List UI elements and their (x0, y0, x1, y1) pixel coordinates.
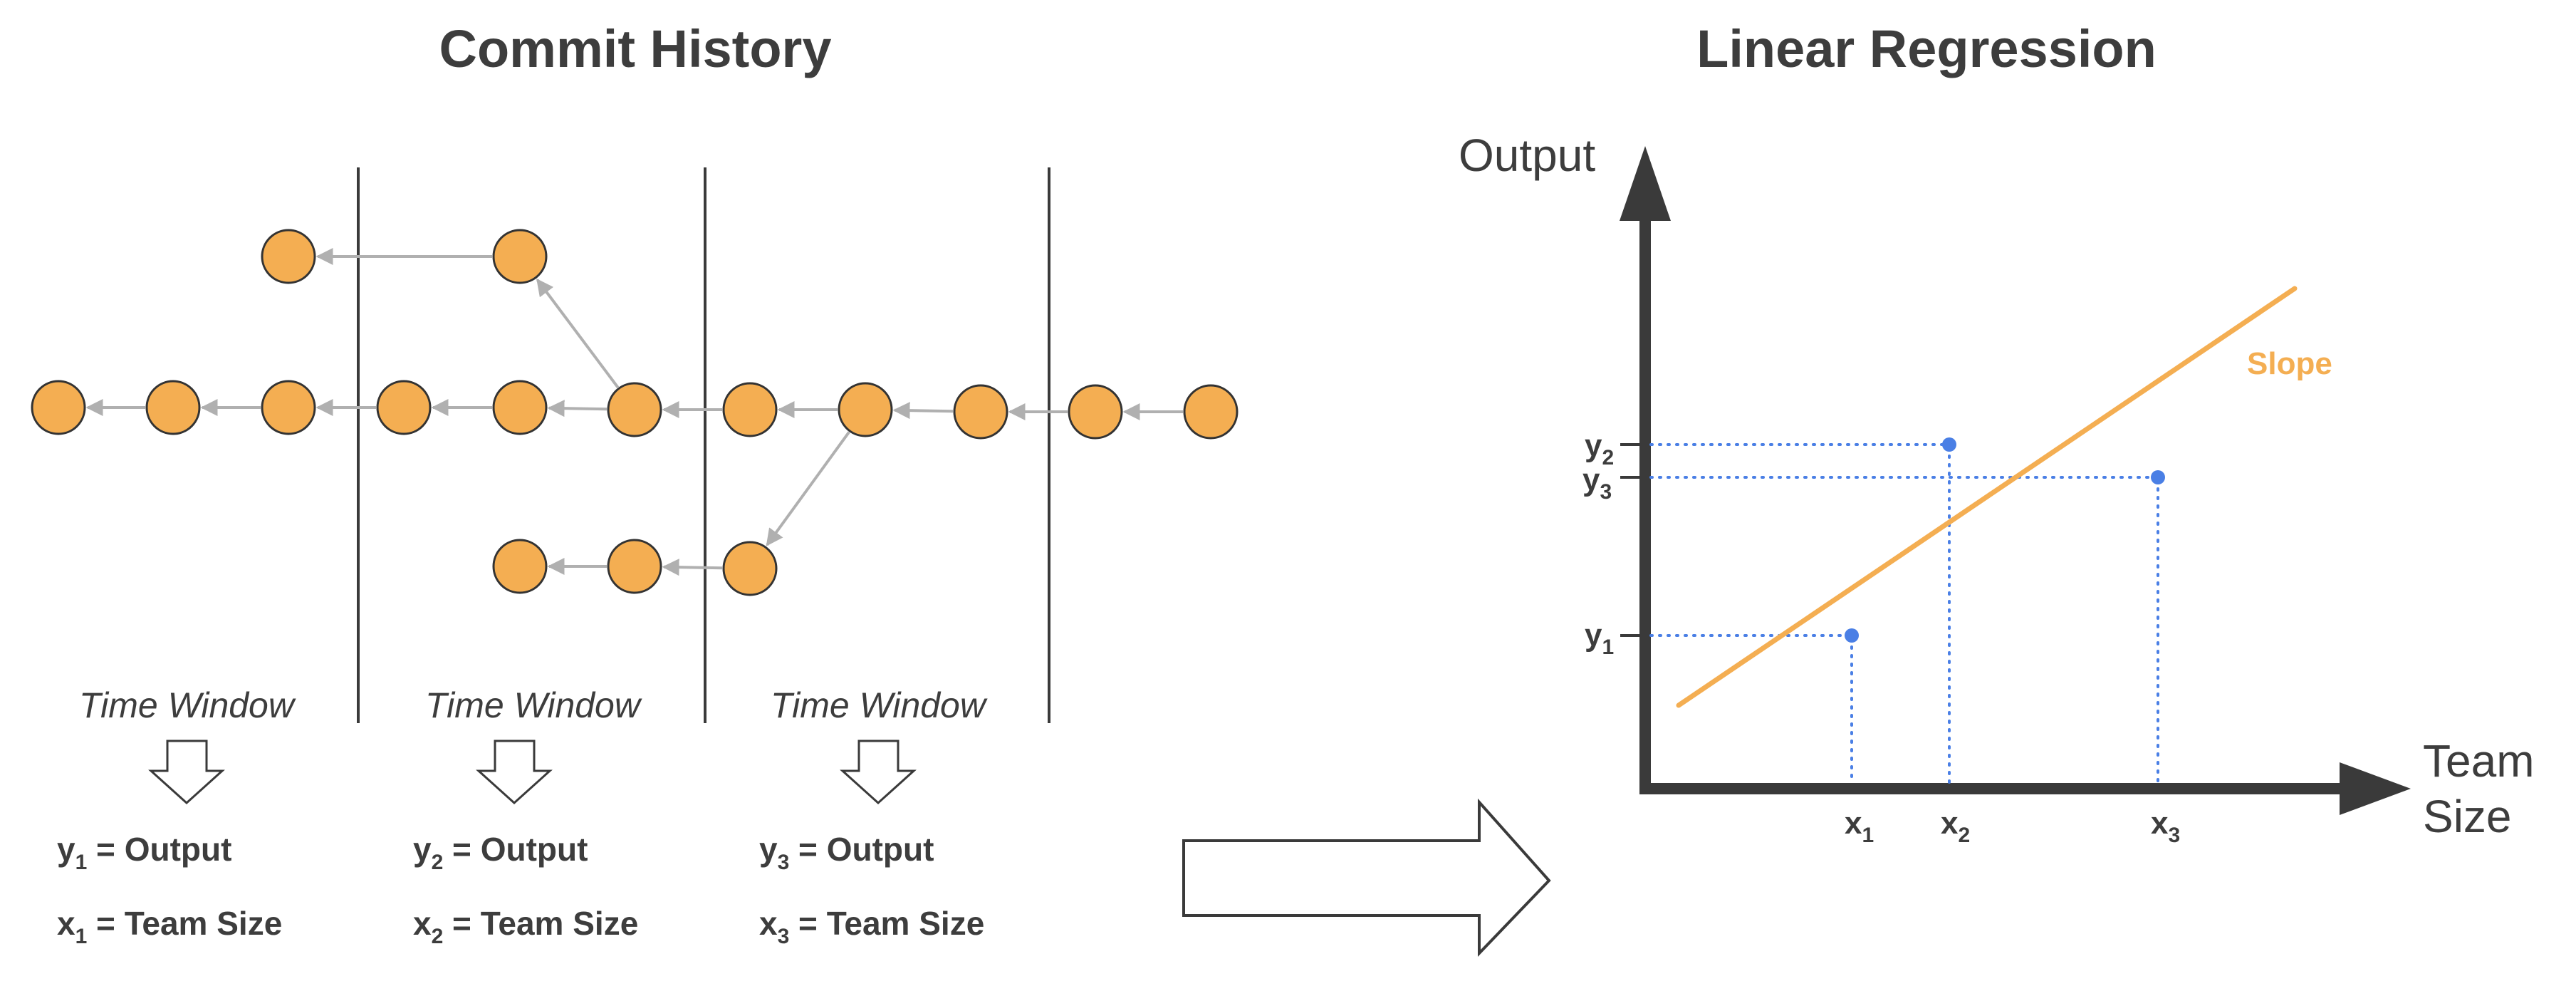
down-arrow-icon (476, 740, 553, 805)
commit-node (607, 539, 662, 594)
down-arrow-icon (148, 740, 225, 805)
commit-node (722, 382, 778, 437)
output-equation-3: y3 = Output (759, 831, 934, 874)
x-axis-arrowhead-icon (2340, 762, 2411, 815)
commit-node (261, 380, 316, 435)
commit-edge (892, 402, 954, 420)
commit-node (261, 229, 316, 284)
y-tick-label-2: y2 (1585, 428, 1614, 469)
y-tick-label-3: y3 (1582, 462, 1612, 504)
commit-edge (536, 278, 620, 388)
commit-node (838, 382, 893, 437)
data-point-3 (2151, 470, 2165, 484)
commit-node (607, 382, 662, 437)
commit-node (492, 539, 548, 594)
output-equation-2: y2 = Output (413, 831, 588, 874)
x-tick-label-3: x3 (2151, 806, 2180, 847)
commit-node (492, 229, 548, 284)
team-size-equation-1: x1 = Team Size (57, 905, 282, 948)
time-window-label-3: Time Window (771, 685, 988, 725)
commit-edge (766, 431, 850, 546)
output-equation-1: y1 = Output (57, 831, 231, 874)
commit-history-title: Commit History (439, 19, 832, 78)
slope-label: Slope (2247, 346, 2332, 381)
commit-node (145, 380, 201, 435)
time-window-label-2: Time Window (425, 685, 642, 725)
data-point-2 (1942, 437, 1956, 452)
commit-node (31, 380, 86, 435)
commit-edge (662, 559, 723, 576)
y-axis-label: Output (1459, 130, 1595, 181)
time-window-label-1: Time Window (79, 685, 296, 725)
x-axis-label-line-2: Size (2423, 791, 2512, 842)
x-tick-label-2: x2 (1941, 806, 1970, 847)
commit-edges (85, 248, 1183, 576)
right-arrow-icon (1182, 798, 1551, 957)
commit-nodes (31, 229, 1239, 596)
team-size-equation-3: x3 = Team Size (759, 905, 984, 948)
regression-line (1676, 286, 2298, 708)
linear-regression-title: Linear Regression (1696, 19, 2157, 78)
commit-node (1183, 384, 1239, 440)
commit-node (953, 384, 1008, 440)
y-axis-arrowhead-icon (1620, 146, 1671, 221)
commit-node (376, 380, 432, 435)
commit-node (492, 380, 548, 435)
commit-node (722, 541, 778, 596)
commit-node (1068, 384, 1123, 440)
y-tick-label-1: y1 (1585, 618, 1614, 659)
team-size-equation-2: x2 = Team Size (413, 905, 638, 948)
x-axis-label-line-1: Team (2423, 735, 2535, 787)
data-point-1 (1845, 628, 1859, 643)
x-tick-label-1: x1 (1845, 806, 1874, 847)
down-arrow-icon (840, 740, 917, 805)
commit-edge (547, 400, 608, 417)
